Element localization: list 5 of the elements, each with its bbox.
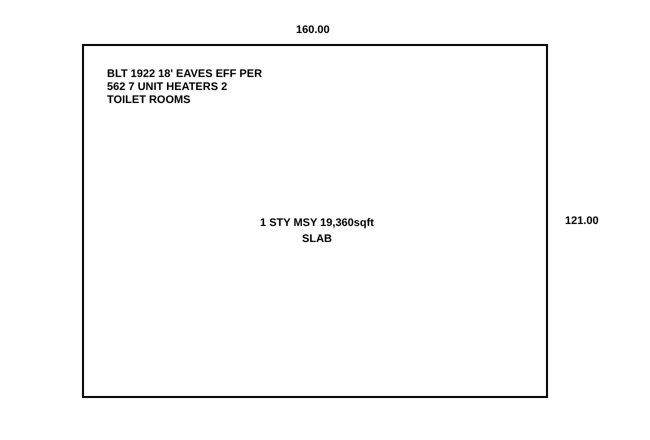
dimension-label: 121.00 — [565, 215, 599, 227]
building-notes: BLT 1922 18' EAVES EFF PER 562 7 UNIT HEATERS 2 TOILET ROOMS — [107, 68, 264, 107]
building-summary: 1 STY MSY 19,360sqft SLAB — [259, 216, 375, 247]
building-outline — [82, 44, 548, 398]
dimension-label: 160.00 — [296, 24, 330, 36]
